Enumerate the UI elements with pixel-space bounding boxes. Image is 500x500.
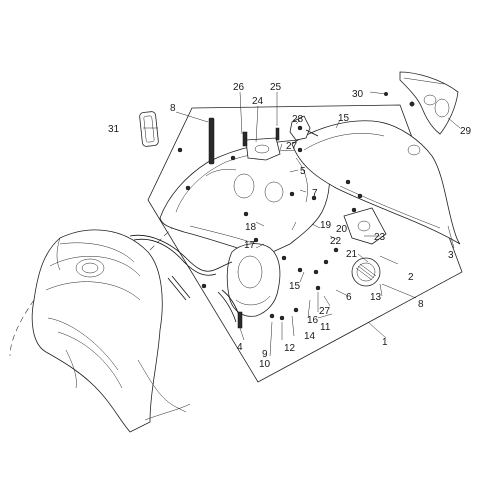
callout-18: 18: [245, 222, 257, 233]
callout-28: 28: [292, 114, 304, 125]
callout-5: 5: [300, 166, 306, 177]
callout-26: 26: [233, 82, 245, 93]
leader-lines: [143, 91, 461, 357]
callout-15a: 15: [338, 113, 350, 124]
callout-6: 6: [346, 292, 352, 303]
glove-box-part: [226, 243, 281, 317]
callout-3: 3: [448, 250, 454, 261]
pad-part-31: [139, 111, 159, 147]
strip-part-8: [208, 117, 215, 165]
callout-19: 19: [320, 220, 332, 231]
side-cover-panel: [291, 120, 461, 245]
callout-11: 11: [320, 322, 331, 333]
callout-1: 1: [382, 337, 388, 348]
callout-27b: 27: [319, 306, 331, 317]
callout-22: 22: [330, 236, 342, 247]
callout-25: 25: [270, 82, 282, 93]
callout-15b: 15: [289, 281, 301, 292]
callout-14: 14: [304, 331, 316, 342]
callout-9: 9: [262, 349, 268, 360]
callout-4: 4: [237, 342, 243, 353]
bracket-part-23: [343, 207, 387, 245]
callout-27a: 27: [286, 141, 298, 152]
callout-31: 31: [108, 124, 120, 135]
callout-17: 17: [244, 240, 256, 251]
callout-30: 30: [352, 89, 364, 100]
lock-bracket-part: [242, 127, 281, 161]
callout-16: 16: [307, 315, 319, 326]
upper-right-bracket: [383, 71, 459, 135]
latch-part-28: [289, 115, 319, 141]
callout-20: 20: [336, 224, 348, 235]
callout-10: 10: [259, 359, 271, 370]
callout-21: 21: [346, 249, 358, 260]
callout-13: 13: [370, 292, 382, 303]
callout-2: 2: [408, 272, 414, 283]
fasteners: [177, 147, 363, 321]
vent-grille-part: [351, 257, 381, 287]
callout-23: 23: [374, 232, 386, 243]
cable-harness-part: [129, 234, 243, 329]
callout-8a: 8: [170, 103, 176, 114]
callout-12: 12: [284, 343, 296, 354]
assembly-frame: [147, 104, 463, 383]
callout-24: 24: [252, 96, 264, 107]
front-shield-part: [9, 194, 211, 433]
callout-8b: 8: [418, 299, 424, 310]
callout-7: 7: [312, 188, 318, 199]
inner-shield-panel: [159, 139, 330, 257]
callout-labels: 1 2 3 4 5 6 7 8 8 9 10 11 12 13 14 15 15…: [108, 82, 472, 370]
callout-29: 29: [460, 126, 472, 137]
